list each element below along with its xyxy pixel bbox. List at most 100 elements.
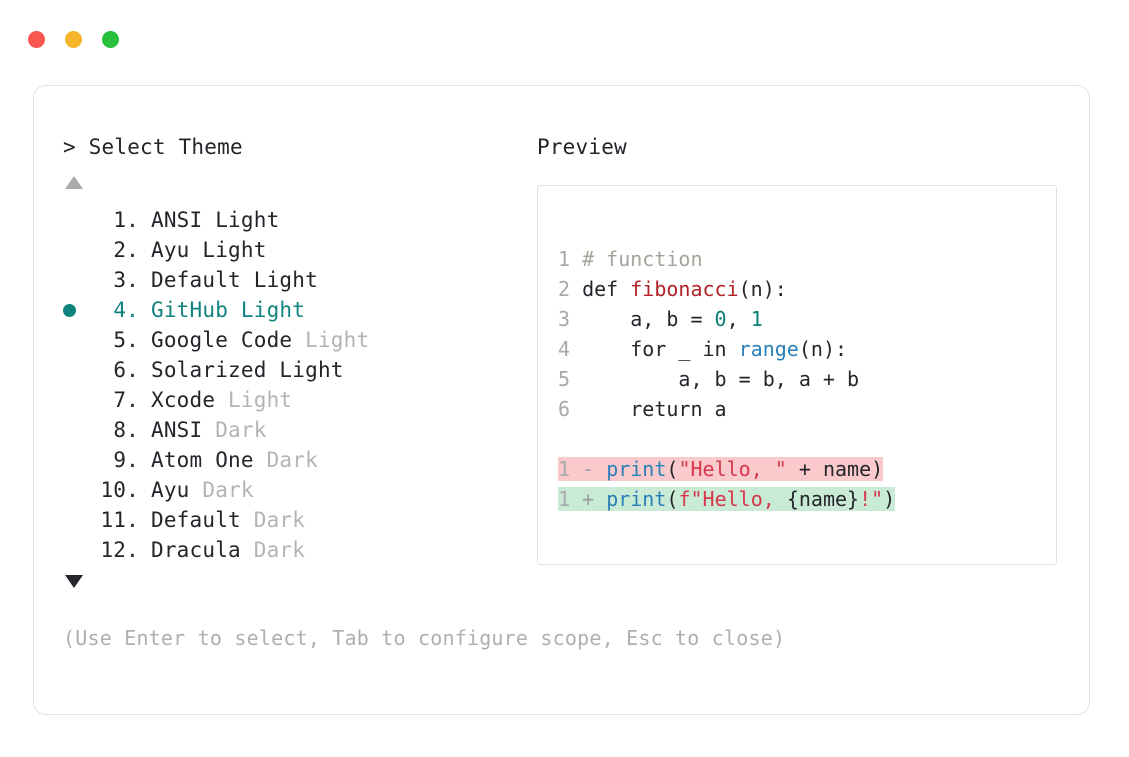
code-token: ) (883, 487, 896, 511)
theme-item-index: 8. (113, 418, 139, 442)
theme-list-item[interactable]: 11.Default Dark (63, 505, 533, 535)
code-token: "Hello, " (678, 457, 787, 481)
selection-indicator-slot (63, 265, 93, 295)
line-number: 4 (558, 337, 583, 361)
selection-indicator-slot (63, 205, 93, 235)
code-token: print (606, 487, 667, 511)
theme-item-name: Ayu Light (151, 238, 267, 262)
line-number: 3 (558, 307, 583, 331)
theme-item-index: 3. (113, 268, 139, 292)
theme-item-variant: Dark (189, 478, 254, 502)
code-token: range (738, 337, 799, 361)
theme-item-index: 10. (100, 478, 139, 502)
theme-item-variant: Dark (240, 508, 306, 532)
theme-item-variant: Dark (253, 448, 318, 472)
code-token: + name) (786, 457, 884, 481)
page-title: > Select Theme (63, 135, 243, 159)
code-token: fibonacci (630, 277, 739, 301)
theme-item-variant: Dark (202, 418, 267, 442)
theme-item-name: ANSI Light (151, 208, 280, 232)
code-token: ( (666, 487, 679, 511)
line-number: 1 (558, 457, 583, 481)
theme-list-item[interactable]: 10. Ayu Dark (63, 475, 533, 505)
theme-item-name: Atom One (151, 448, 254, 472)
code-line: 5 a, b = b, a + b (558, 364, 895, 394)
selection-indicator-slot (63, 325, 93, 355)
diff-highlight: 1 + print(f"Hello, {name}!") (558, 487, 896, 511)
theme-item-name: Google Code (151, 328, 293, 352)
theme-item-name: GitHub Light (151, 298, 306, 322)
selection-indicator-slot (63, 505, 93, 535)
theme-list-item[interactable]: 7.Xcode Light (63, 385, 533, 415)
theme-item-name: Dracula (151, 538, 241, 562)
code-token: (n): (798, 337, 848, 361)
window-traffic-lights (28, 31, 119, 48)
selection-indicator-slot (63, 475, 93, 505)
theme-selector-panel: > Select Theme 1. ANSI Light 2. Ayu Light 3.… (33, 85, 1090, 715)
code-token: a, b = b, a + b (582, 367, 860, 391)
code-line: 6 return a (558, 394, 895, 424)
theme-list-item[interactable]: 3.Default Light (63, 265, 533, 295)
close-window-button[interactable] (28, 31, 45, 48)
theme-list-item[interactable]: 2. Ayu Light (63, 235, 533, 265)
theme-item-index: 7. (113, 388, 139, 412)
theme-list-item[interactable]: 9. Atom One Dark (63, 445, 533, 475)
theme-item-name: ANSI (151, 418, 203, 442)
theme-item-index: 2. (113, 238, 139, 262)
code-line: 2 def fibonacci(n): (558, 274, 895, 304)
code-line: 1 # function (558, 244, 895, 274)
theme-item-index: 5. (113, 328, 139, 352)
selection-indicator-slot (63, 295, 93, 325)
code-token: !" (859, 487, 884, 511)
theme-list-item[interactable]: 8. ANSI Dark (63, 415, 533, 445)
theme-item-name: Default (151, 508, 241, 532)
code-token: 0 (714, 307, 727, 331)
maximize-window-button[interactable] (102, 31, 119, 48)
line-number: 2 (558, 277, 583, 301)
diff-line-del: 1 - print("Hello, " + name) (558, 454, 895, 484)
selection-indicator-slot (63, 355, 93, 385)
selection-indicator-slot (63, 415, 93, 445)
selection-indicator-slot (63, 235, 93, 265)
selection-indicator-slot (63, 445, 93, 475)
theme-list-item[interactable]: 1. ANSI Light (63, 205, 533, 235)
code-token: , (726, 307, 751, 331)
theme-item-name: Solarized Light (151, 358, 344, 382)
diff-marker: + (582, 487, 607, 511)
code-token: {name} (786, 487, 860, 511)
theme-list-item[interactable]: 4.GitHub Light (63, 295, 533, 325)
theme-list-item[interactable]: 12.Dracula Dark (63, 535, 533, 565)
triangle-up-icon[interactable] (65, 176, 83, 189)
minimize-window-button[interactable] (65, 31, 82, 48)
code-line: 4 for _ in range(n): (558, 334, 895, 364)
diff-marker: - (582, 457, 607, 481)
code-spacer (558, 424, 895, 454)
selected-bullet-icon (63, 303, 76, 317)
selection-indicator-slot (63, 535, 93, 565)
code-token: 1 (750, 307, 763, 331)
code-token: for _ in (582, 337, 739, 361)
diff-highlight: 1 - print("Hello, " + name) (558, 457, 884, 481)
theme-list-item[interactable]: 6. Solarized Light (63, 355, 533, 385)
theme-item-variant: Light (292, 328, 370, 352)
code-line: 3 a, b = 0, 1 (558, 304, 895, 334)
theme-item-name: Ayu (151, 478, 190, 502)
code-token: (n): (738, 277, 787, 301)
code-token: f"Hello, (678, 487, 787, 511)
theme-item-index: 9. (113, 448, 139, 472)
code-token: def (582, 277, 631, 301)
diff-line-add: 1 + print(f"Hello, {name}!") (558, 484, 896, 514)
triangle-down-icon[interactable] (65, 575, 83, 588)
preview-title: Preview (537, 135, 627, 159)
line-number: 1 (558, 247, 583, 271)
theme-item-index: 12. (100, 538, 139, 562)
code-token: ( (666, 457, 679, 481)
selection-indicator-slot (63, 385, 93, 415)
theme-list-item[interactable]: 5. Google Code Light (63, 325, 533, 355)
theme-item-index: 1. (113, 208, 139, 232)
theme-item-index: 6. (113, 358, 139, 382)
line-number: 5 (558, 367, 583, 391)
